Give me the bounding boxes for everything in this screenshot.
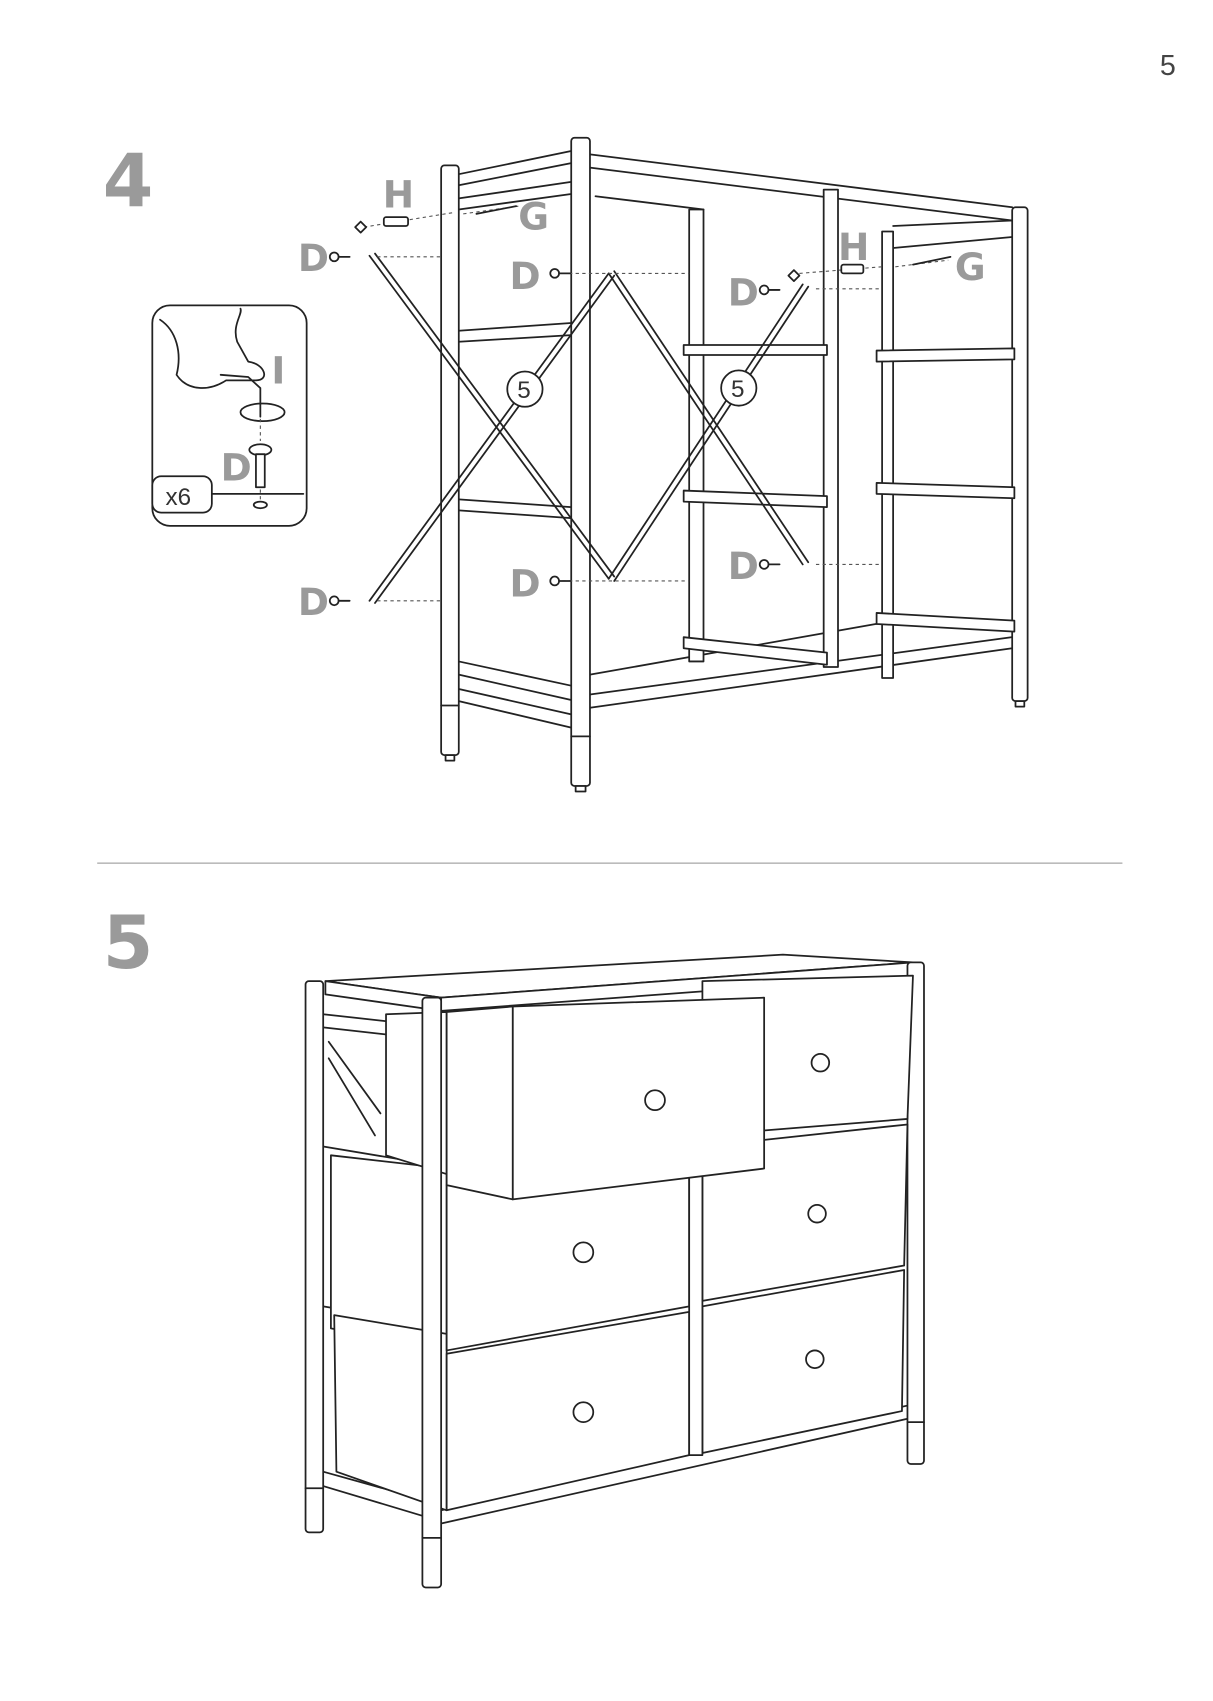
step-5-number: 5 [103, 901, 154, 986]
step-5: 5 [103, 901, 925, 1589]
svg-text:5: 5 [517, 377, 531, 404]
svg-text:5: 5 [731, 376, 745, 403]
step-4: 4 [103, 136, 1029, 793]
wall-anchor-h-icons [354, 216, 865, 282]
label-g: G [518, 194, 549, 238]
label-h: H [838, 225, 869, 269]
callout-part-5: 5 [506, 370, 544, 408]
label-d: D [509, 561, 540, 605]
label-d: D [728, 270, 759, 314]
label-g: G [955, 245, 986, 289]
label-d: D [728, 544, 759, 588]
page-number: 5 [1160, 50, 1176, 82]
label-i: I [271, 349, 285, 393]
screw-d-icons [328, 251, 781, 607]
drawer-knob-icons [572, 1053, 831, 1423]
label-d: D [509, 254, 540, 298]
dresser-drawing-step5 [304, 953, 925, 1589]
wood-screw-g-icons [475, 205, 952, 266]
callout-part-5: 5 [720, 369, 758, 407]
label-d: D [298, 580, 329, 624]
step-4-number: 4 [103, 139, 154, 224]
label-h: H [383, 172, 414, 216]
quantity-x6: x6 [166, 484, 192, 511]
label-d: D [221, 446, 252, 490]
label-d: D [298, 236, 329, 280]
frame-drawing-step4 [363, 136, 1029, 793]
inset-allen-key-detail: I D x6 [151, 304, 308, 527]
